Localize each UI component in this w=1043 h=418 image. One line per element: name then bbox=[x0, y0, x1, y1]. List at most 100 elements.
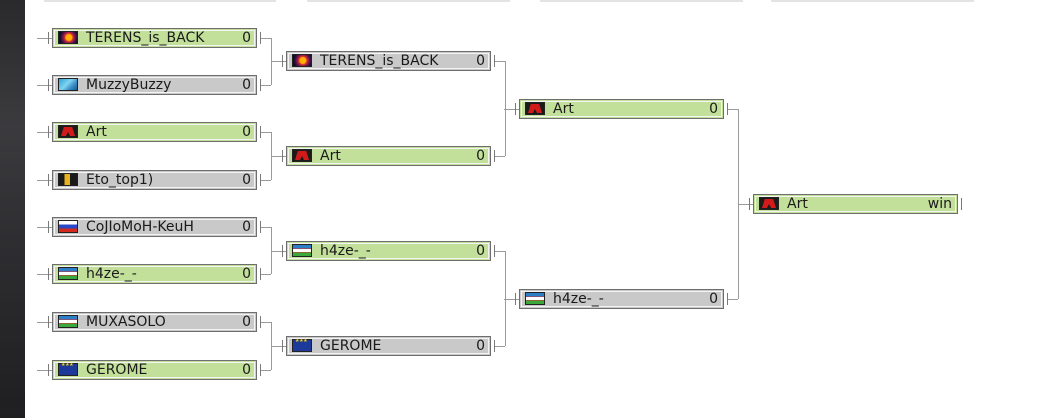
uzbekistan-flag-icon bbox=[58, 315, 78, 328]
connector-line bbox=[495, 156, 505, 157]
terens-avatar-icon bbox=[58, 31, 78, 44]
player-name: h4ze-_- bbox=[320, 243, 371, 259]
player-score: 0 bbox=[476, 148, 485, 164]
connector-line bbox=[261, 274, 271, 275]
round-header-3 bbox=[540, 0, 743, 2]
player-name: GEROME bbox=[86, 362, 148, 378]
terens-avatar-icon bbox=[292, 54, 312, 67]
connector-tick bbox=[260, 364, 261, 376]
player-name: CoJIoMoH-KeuH bbox=[86, 219, 194, 235]
connector-tick bbox=[260, 316, 261, 328]
player-name: h4ze-_- bbox=[86, 266, 137, 282]
connector-line bbox=[261, 132, 271, 133]
round1-slot[interactable]: Eto_top1)0 bbox=[52, 170, 257, 190]
connector-stub bbox=[504, 109, 519, 110]
uzbekistan-flag-icon bbox=[292, 244, 312, 257]
connector-tick bbox=[260, 126, 261, 138]
player-score: 0 bbox=[476, 338, 485, 354]
connector-line bbox=[261, 227, 271, 228]
connector-tick bbox=[727, 103, 728, 115]
slot-bevel bbox=[288, 338, 489, 354]
connector-line bbox=[271, 322, 272, 370]
round-header-1 bbox=[44, 0, 276, 2]
slot-bevel bbox=[521, 291, 722, 307]
connector-line bbox=[261, 85, 271, 86]
slot-bevel bbox=[54, 124, 255, 140]
connector-line bbox=[505, 251, 506, 346]
connector-tick bbox=[260, 221, 261, 233]
connector-line bbox=[271, 132, 272, 180]
slot-bevel bbox=[54, 77, 255, 93]
connector-tick bbox=[494, 150, 495, 162]
connector-tick bbox=[48, 221, 49, 233]
slot-bevel bbox=[54, 172, 255, 188]
connector-tick bbox=[260, 268, 261, 280]
art-logo-icon bbox=[525, 102, 545, 115]
round1-slot[interactable]: MuzzyBuzzy 0 bbox=[52, 75, 257, 95]
connector-stub bbox=[504, 299, 519, 300]
player-score: 0 bbox=[709, 291, 718, 307]
connector-tick bbox=[749, 198, 750, 210]
player-score: 0 bbox=[242, 172, 251, 188]
connector-tick bbox=[260, 32, 261, 44]
connector-stub bbox=[271, 61, 286, 62]
connector-stub bbox=[37, 85, 52, 86]
background-image bbox=[0, 0, 25, 418]
connector-line bbox=[495, 61, 505, 62]
player-score: 0 bbox=[709, 101, 718, 117]
round2-slot[interactable]: h4ze-_-0 bbox=[286, 241, 491, 261]
connector-line bbox=[261, 180, 271, 181]
connector-tick bbox=[515, 103, 516, 115]
round-header-2 bbox=[307, 0, 510, 2]
connector-tick bbox=[494, 340, 495, 352]
art-logo-icon bbox=[759, 197, 779, 210]
player-score: 0 bbox=[242, 124, 251, 140]
round3-slot[interactable]: h4ze-_-0 bbox=[519, 289, 724, 309]
connector-line bbox=[728, 299, 738, 300]
connector-line bbox=[728, 109, 738, 110]
connector-line bbox=[495, 251, 505, 252]
slot-bevel bbox=[54, 266, 255, 282]
player-score: 0 bbox=[242, 77, 251, 93]
player-score: 0 bbox=[242, 314, 251, 330]
connector-stub bbox=[271, 156, 286, 157]
connector-line bbox=[271, 38, 272, 85]
connector-stub bbox=[37, 322, 52, 323]
connector-stub bbox=[37, 227, 52, 228]
connector-tick bbox=[260, 79, 261, 91]
connector-stub bbox=[738, 204, 753, 205]
slot-bevel bbox=[288, 53, 489, 69]
connector-tick bbox=[48, 126, 49, 138]
eu-flag-icon bbox=[58, 362, 78, 376]
connector-tick bbox=[48, 316, 49, 328]
connector-stub bbox=[37, 132, 52, 133]
eto-avatar-icon bbox=[58, 173, 78, 186]
player-score: 0 bbox=[242, 30, 251, 46]
player-name: TERENS_is_BACK bbox=[86, 30, 205, 46]
connector-tick bbox=[494, 55, 495, 67]
russia-flag-icon bbox=[58, 220, 78, 233]
connector-tick bbox=[282, 340, 283, 352]
uzbekistan-flag-icon bbox=[525, 292, 545, 305]
art-logo-icon bbox=[58, 125, 78, 138]
connector-line bbox=[505, 61, 506, 156]
uzbekistan-flag-icon bbox=[58, 267, 78, 280]
connector-tick bbox=[282, 150, 283, 162]
connector-stub bbox=[271, 346, 286, 347]
connector-line bbox=[271, 227, 272, 274]
round1-slot[interactable]: TERENS_is_BACK 0 bbox=[52, 28, 257, 48]
player-name: MuzzyBuzzy bbox=[86, 77, 172, 93]
round1-slot[interactable]: h4ze-_-0 bbox=[52, 264, 257, 284]
slot-bevel bbox=[288, 243, 489, 259]
connector-tick bbox=[260, 174, 261, 186]
slot-bevel bbox=[54, 30, 255, 46]
